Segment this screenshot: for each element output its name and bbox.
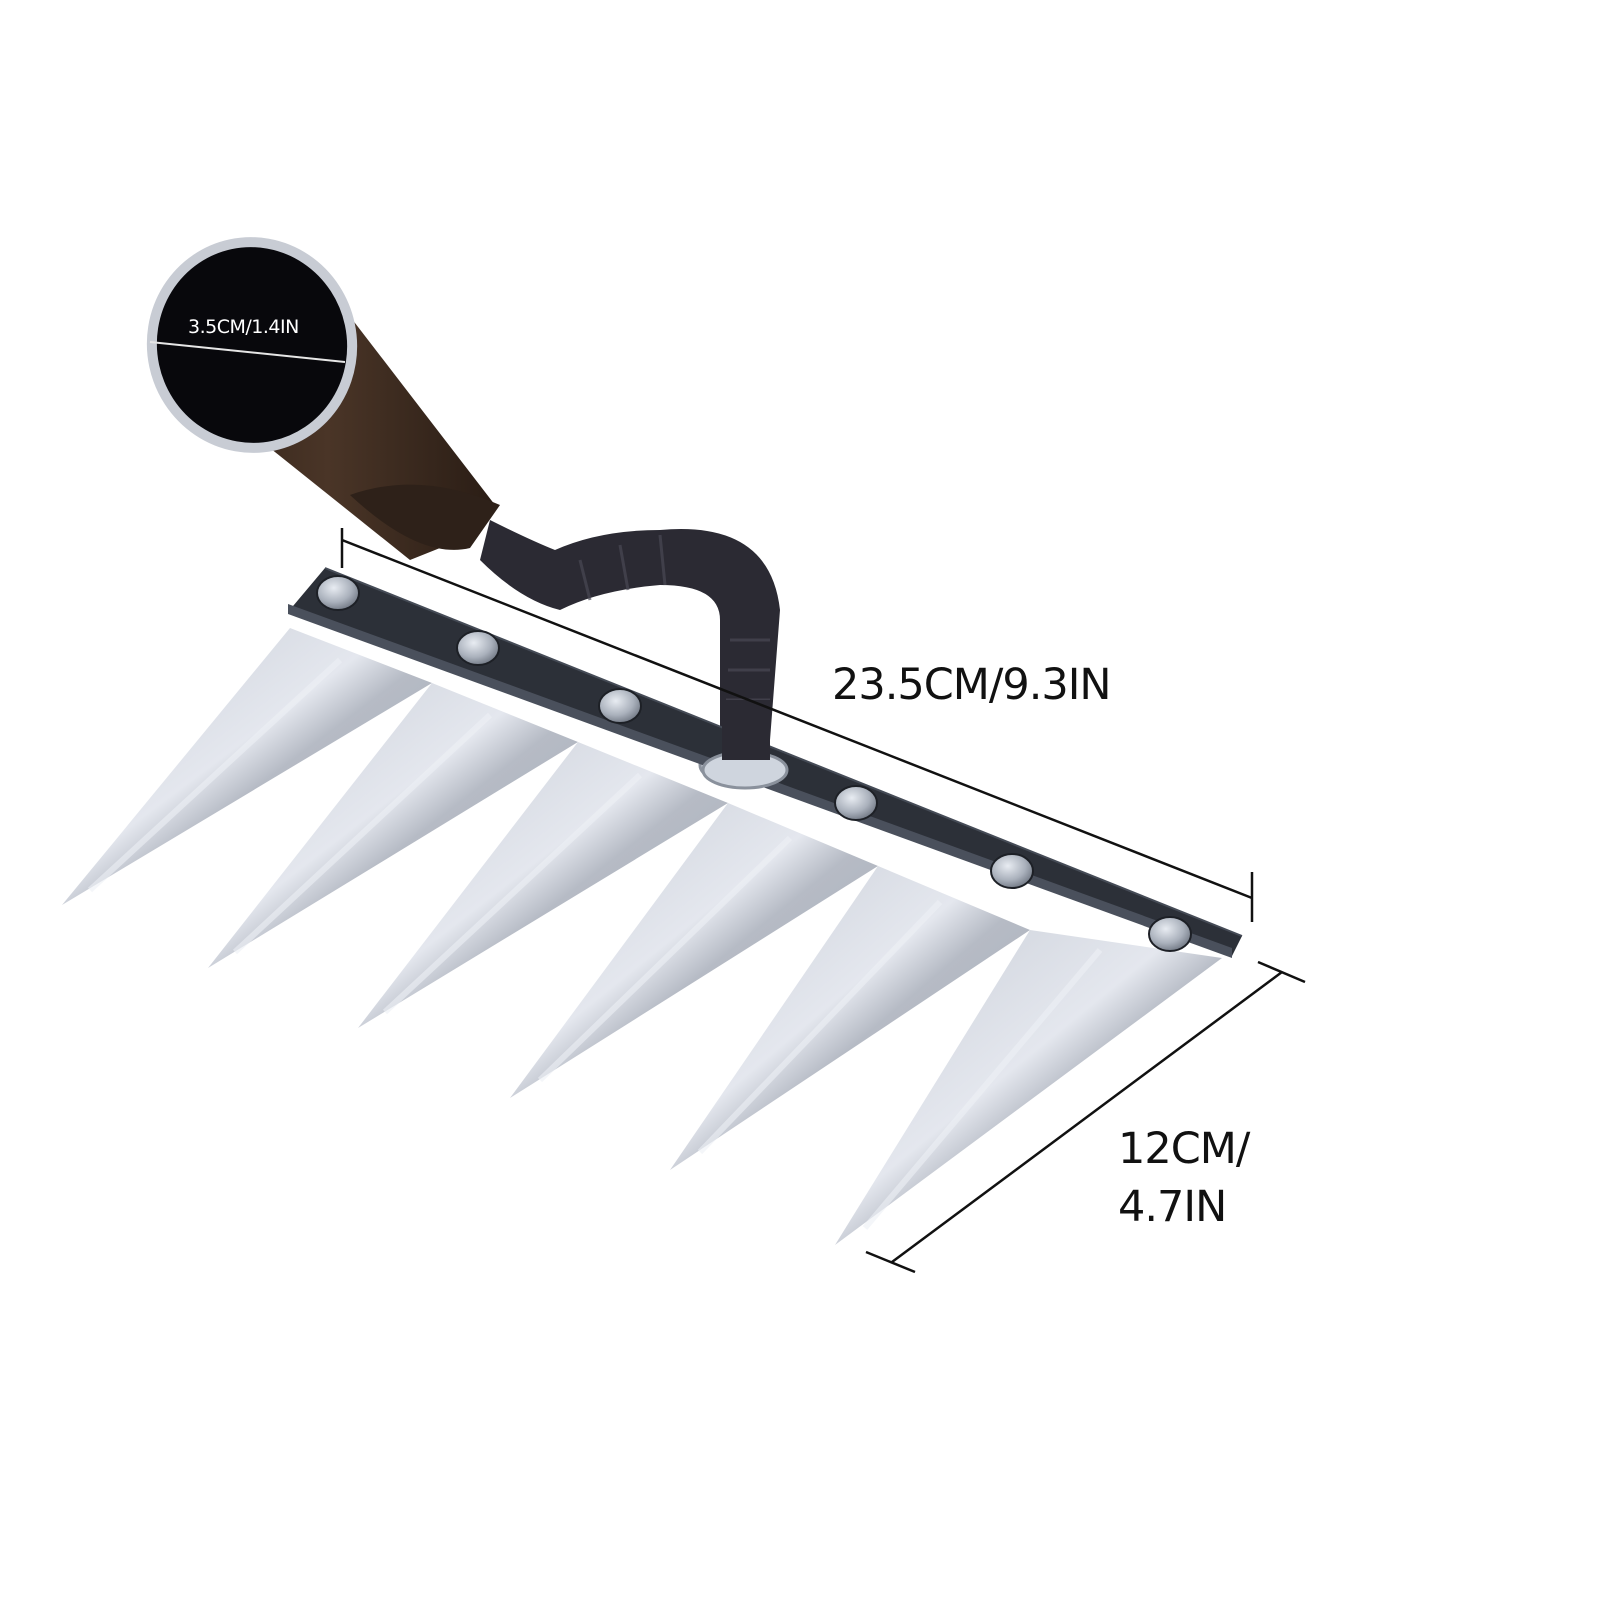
bolt-1 [316, 575, 360, 611]
head-width-label: 23.5CM/9.3IN [832, 660, 1112, 710]
width-dimension-line [340, 528, 1254, 922]
bolt-3 [598, 688, 642, 724]
socket-diameter-label: 3.5CM/1.4IN [188, 316, 299, 338]
length-dimension-line [865, 960, 1306, 1274]
bolt-4 [834, 785, 878, 821]
diameter-line [149, 341, 346, 363]
tines [62, 628, 1222, 1245]
tine-3 [358, 742, 728, 1028]
tine-1 [62, 628, 432, 905]
tine-length-label: 12CM/ 4.7IN [1118, 1124, 1250, 1232]
tine-2 [208, 683, 578, 968]
bolt-5 [990, 853, 1034, 889]
handle-socket [146, 237, 500, 560]
bolts [316, 575, 1192, 952]
bolt-2 [456, 630, 500, 666]
tine-5 [670, 866, 1030, 1170]
tine-4 [510, 803, 878, 1098]
socket-opening [146, 237, 358, 453]
tine-6 [835, 930, 1222, 1245]
neck [480, 520, 780, 740]
bolt-6 [1148, 916, 1192, 952]
